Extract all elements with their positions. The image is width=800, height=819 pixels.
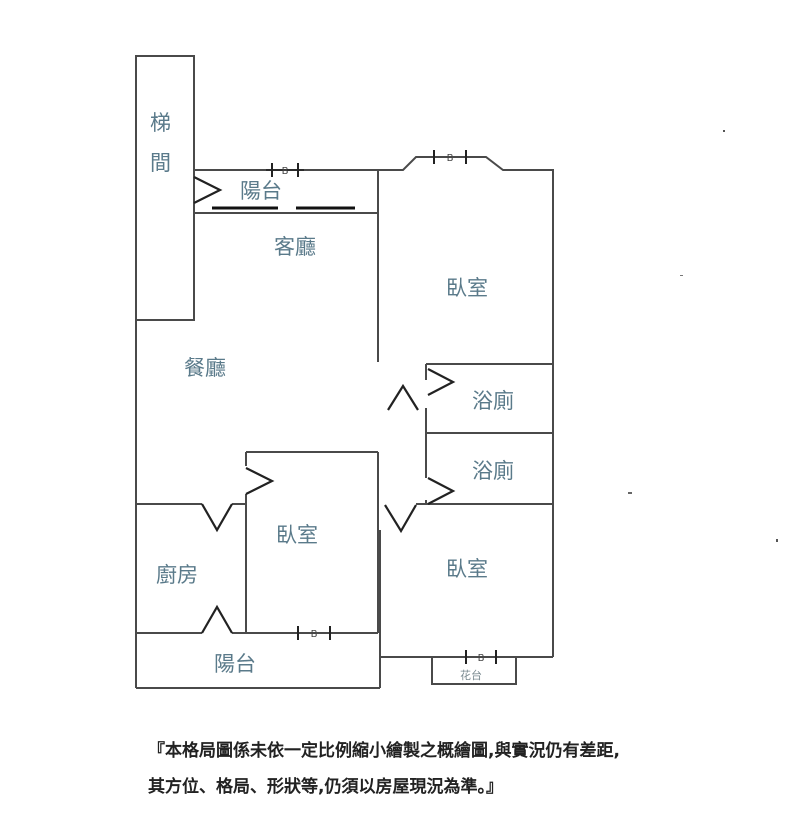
b-marker-label: B [478,653,485,664]
speck [680,275,683,276]
b-marker-flower-bed: B [465,650,497,664]
bedroom-top-right-wall [378,156,554,504]
disclaimer: 『本格局圖係未依一定比例縮小繪製之概繪圖,與實況仍有差距, 其方位、格局、形狀等… [148,733,788,805]
speck [776,539,778,542]
b-marker-label: B [311,629,318,640]
door-bath-2 [427,477,456,505]
b-marker-bay-window: B [433,150,467,164]
b-marker-top-balcony: B [266,163,304,177]
door-kitchen-balcony [201,604,233,634]
b-marker-bottom-balcony: B [297,626,331,640]
door-bedroom-middle [245,467,275,495]
disclaimer-line-1: 『本格局圖係未依一定比例縮小繪製之概繪圖,與實況仍有差距, [148,741,620,761]
balcony-bottom-label: 陽台 [214,652,256,676]
disclaimer-line-2: 其方位、格局、形狀等,仍須以房屋現況為準。』 [148,777,503,797]
bedroom-top-right-label: 臥室 [446,276,488,300]
b-marker-label: B [447,153,454,164]
flower-bed-label: 花台 [460,668,482,682]
speck [628,492,632,494]
door-stairwell [193,176,223,204]
stairwell-outline [135,55,195,321]
stairwell-label-1: 梯 [150,111,171,135]
floor-plan: B B B B 梯 間 陽台 客廳 臥室 餐廳 浴廁 浴廁 臥室 臥室 廚房 陽… [135,55,778,689]
stairwell-label-2: 間 [150,151,171,175]
door-bedroom-bottom-right [384,504,417,534]
living-room-label: 客廳 [274,235,316,259]
b-marker-label: B [282,166,289,177]
door-bath-1 [427,368,456,396]
kitchen-label: 廚房 [156,563,198,587]
speck [723,130,725,132]
door-corridor-up [387,383,419,411]
bedroom-middle-label: 臥室 [276,523,318,547]
dining-room-label: 餐廳 [184,356,226,380]
bedroom-bottom-right-label: 臥室 [446,557,488,581]
balcony-top-label: 陽台 [240,179,282,203]
bathroom-2-label: 浴廁 [472,459,514,483]
bathroom-1-label: 浴廁 [472,389,514,413]
door-kitchen [201,503,233,533]
flower-bed-outline [431,656,517,685]
